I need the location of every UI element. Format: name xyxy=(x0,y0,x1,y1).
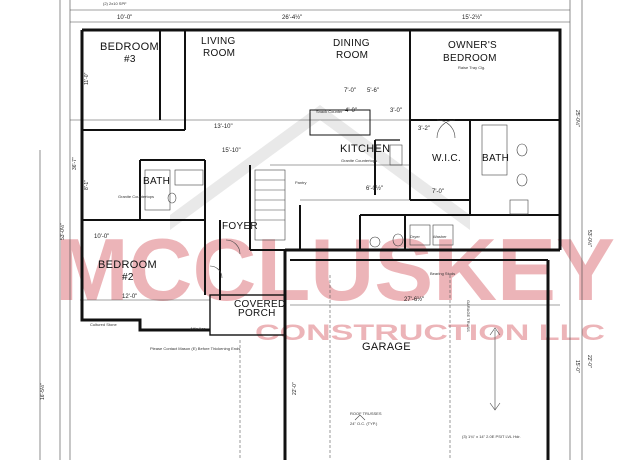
dim-wic-7: 7'-0" xyxy=(432,189,444,195)
dim-left-8: 8'-1" xyxy=(84,180,90,190)
snack-counter-note: Snack Counter xyxy=(316,109,343,114)
room-label-wic: W.I.C. xyxy=(432,153,461,164)
room-label-dining-room: ROOM xyxy=(336,50,368,61)
pantry-note: Pantry xyxy=(295,180,307,185)
bath-countertop-note: Granite Countertops xyxy=(118,194,154,199)
room-label-living: LIVING xyxy=(201,36,236,47)
dim-garage-side: 22'-0" xyxy=(292,382,298,395)
dim-right-overall: 53'-0½" xyxy=(586,230,593,247)
dim-left-lower: 16'-5½" xyxy=(39,383,46,400)
dim-left-overall-2: 36'-7" xyxy=(72,157,78,170)
dim-right-garage-2: 15'-0" xyxy=(574,360,580,373)
dim-mid-3: 3'-0" xyxy=(390,108,402,114)
garage-beam-note: (3) 1¾" x 14" 2.0E PSIT LVL Hdr. xyxy=(462,434,521,439)
dim-mid-5: 5'-6" xyxy=(367,88,379,94)
dim-bottom-garage: 27'-6½" xyxy=(404,296,424,303)
dim-mid-6: 6'-0½" xyxy=(366,185,383,192)
attic-access-note: Attic Acc. xyxy=(190,326,206,331)
dryer-note: Dryer xyxy=(410,234,420,239)
dim-mid-4: 4'-0" xyxy=(345,108,357,114)
garage-trusses-note: ROOF TRUSSES xyxy=(350,411,382,416)
watermark-sub-text: CONSTRUCTION LLC xyxy=(255,320,605,345)
room-label-covered: COVERED xyxy=(234,299,286,310)
exterior-walls xyxy=(80,28,562,460)
dim-left-overall: 53'-0½" xyxy=(59,223,66,240)
room-label-bedroom2-number: #2 xyxy=(122,272,134,283)
room-label-owners: OWNER'S xyxy=(448,40,497,51)
garage-truss-note: GARAGE TRUSS xyxy=(466,300,471,332)
dim-right-overall-2: 25'-0½" xyxy=(574,110,581,127)
room-label-garage: GARAGE xyxy=(362,341,411,353)
room-label-owners-bedroom: BEDROOM xyxy=(443,53,497,64)
room-label-living-room: ROOM xyxy=(203,48,235,59)
cultured-stone-note: Cultured Stone xyxy=(90,322,117,327)
room-label-foyer: FOYER xyxy=(222,221,258,232)
watermark-logo-text: MCCLUSKEY xyxy=(55,220,615,319)
dim-left-12: 12'-0" xyxy=(122,294,137,300)
dim-mid-7: 7'-0" xyxy=(344,88,356,94)
room-label-bath-hall: BATH xyxy=(143,176,170,187)
garage-oc-note: 24" O.C. (TYP.) xyxy=(350,421,378,426)
kitchen-countertop-note: Granite Countertops xyxy=(341,158,377,163)
room-label-bedroom3: BEDROOM xyxy=(100,41,159,53)
fixtures xyxy=(144,119,529,460)
bearing-studs-note: Bearing Studs xyxy=(430,271,455,276)
header-ribbon-note: (2) 2x10 SPF xyxy=(103,1,127,6)
plan-notes: Snack Counter Pantry Dryer Washer ROOF T… xyxy=(90,1,521,439)
dim-mid-15: 15'-10" xyxy=(222,148,241,154)
dim-mid-13: 13'-10" xyxy=(214,124,233,130)
room-label-dining: DINING xyxy=(333,38,370,49)
dim-right-garage: 22'-0" xyxy=(586,355,592,368)
interior-walls xyxy=(82,30,560,300)
dim-left-10: 10'-0" xyxy=(94,234,109,240)
porch-mason-note: Please Contact Mason (E) Before Thickeni… xyxy=(150,346,240,351)
dim-wic-3: 3'-2" xyxy=(418,126,430,132)
owners-ceiling-note: Raise Tray Clg. xyxy=(458,65,485,70)
room-labels: BEDROOM #3 LIVING ROOM DINING ROOM OWNER… xyxy=(98,36,509,353)
room-label-bedroom3-number: #3 xyxy=(124,54,136,65)
dimension-lines xyxy=(39,0,583,460)
dimension-texts: 10'-0" 26'-4½" 15'-2½" 13'-10" 15'-10" 7… xyxy=(39,14,593,400)
room-label-bedroom2: BEDROOM xyxy=(98,259,157,271)
room-label-bath-owners: BATH xyxy=(482,153,509,164)
washer-note: Washer xyxy=(433,234,447,239)
dim-top-right: 15'-2½" xyxy=(462,14,482,21)
dim-top-left: 10'-0" xyxy=(117,15,132,21)
watermark: MCCLUSKEY CONSTRUCTION LLC xyxy=(55,105,615,345)
room-label-porch: PORCH xyxy=(238,308,276,319)
dim-top-center: 26'-4½" xyxy=(282,14,302,21)
room-label-kitchen: KITCHEN xyxy=(340,143,390,155)
dim-left-11: 11'-0" xyxy=(84,72,90,85)
